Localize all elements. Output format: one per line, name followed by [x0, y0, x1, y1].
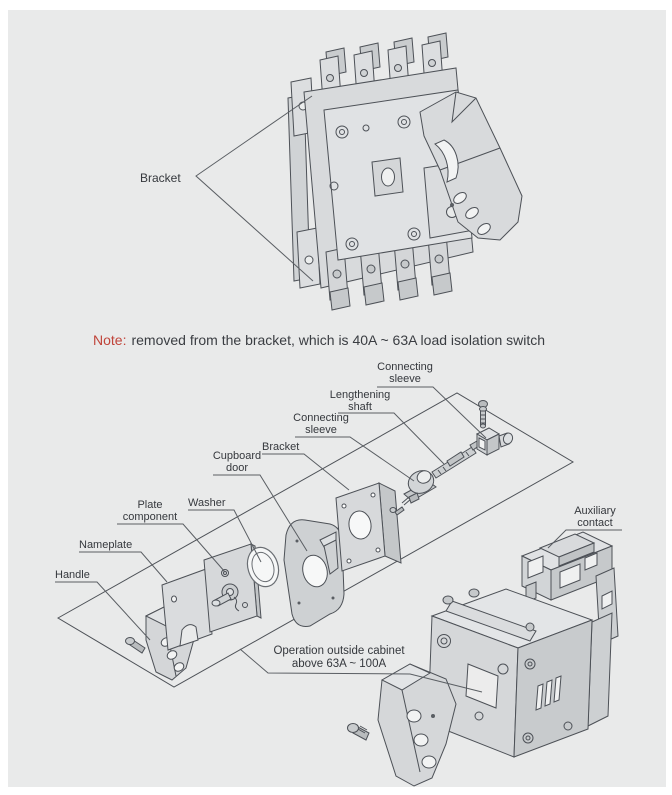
bottom-terminals — [325, 232, 453, 311]
mounting-plane — [57, 392, 574, 688]
exploded-connecting-sleeve-top — [475, 400, 514, 456]
label-operation-note-1: Operation outside cabinet — [273, 645, 405, 657]
exploded-nameplate — [161, 568, 213, 651]
label-handle: Handle — [55, 569, 90, 581]
label-plate-component-2: component — [123, 511, 177, 523]
label-operation-note-2: above 63A ~ 100A — [292, 658, 387, 670]
label-plate-component-1: Plate — [137, 499, 162, 511]
exploded-labels: Connecting sleeve Lengthening shaft Conn… — [55, 361, 622, 693]
label-lengthening-shaft-2: shaft — [348, 401, 372, 413]
label-bracket-part: Bracket — [262, 441, 299, 453]
handle-screw — [125, 637, 146, 654]
exploded-view: Connecting sleeve Lengthening shaft Conn… — [55, 361, 622, 787]
leader-handle — [55, 581, 151, 641]
switch-handle — [419, 91, 523, 241]
label-auxiliary-contact-1: Auxiliary — [574, 505, 616, 517]
leader-washer — [188, 509, 262, 563]
label-cupboard-door-1: Cupboard — [213, 450, 261, 462]
exploded-plate-component — [203, 543, 262, 633]
label-connecting-sleeve-mid-2: sleeve — [305, 424, 337, 436]
label-connecting-sleeve-top-2: sleeve — [389, 373, 421, 385]
label-auxiliary-contact-2: contact — [577, 517, 612, 529]
front-plate-screws — [329, 115, 421, 251]
leader-operation-note — [239, 648, 483, 693]
leader-connecting-sleeve-mid — [295, 436, 415, 482]
leader-nameplate — [79, 551, 168, 583]
leader-lengthening-shaft — [338, 412, 445, 465]
note-prefix: Note: — [93, 332, 126, 348]
bracket-leader-lines — [195, 95, 314, 282]
note-body: removed from the bracket, which is 40A ~… — [131, 332, 545, 348]
exploded-washer — [246, 546, 280, 588]
leader-plate-component — [117, 523, 226, 573]
handle-exploded-bottom — [347, 663, 457, 787]
handle-slot — [434, 139, 459, 183]
exploded-connecting-sleeve-mid — [403, 470, 437, 504]
exploded-bracket — [319, 482, 402, 575]
label-nameplate: Nameplate — [79, 539, 132, 551]
leader-bracket — [262, 453, 350, 491]
assembled-switch-drawing — [287, 32, 523, 311]
label-connecting-sleeve-top-1: Connecting — [377, 361, 433, 373]
label-washer: Washer — [188, 497, 226, 509]
label-cupboard-door-2: door — [226, 462, 248, 474]
leader-auxiliary-contact — [547, 529, 622, 549]
label-connecting-sleeve-mid-1: Connecting — [293, 412, 349, 424]
switch-body-exploded — [427, 588, 613, 758]
bracket-callout: Bracket — [140, 95, 314, 282]
label-lengthening-shaft-1: Lengthening — [330, 389, 391, 401]
leader-connecting-sleeve-top — [377, 386, 487, 439]
note-text: Note: removed from the bracket, which is … — [93, 332, 545, 348]
bracket-label: Bracket — [140, 171, 181, 185]
leader-cupboard-door — [213, 474, 308, 552]
